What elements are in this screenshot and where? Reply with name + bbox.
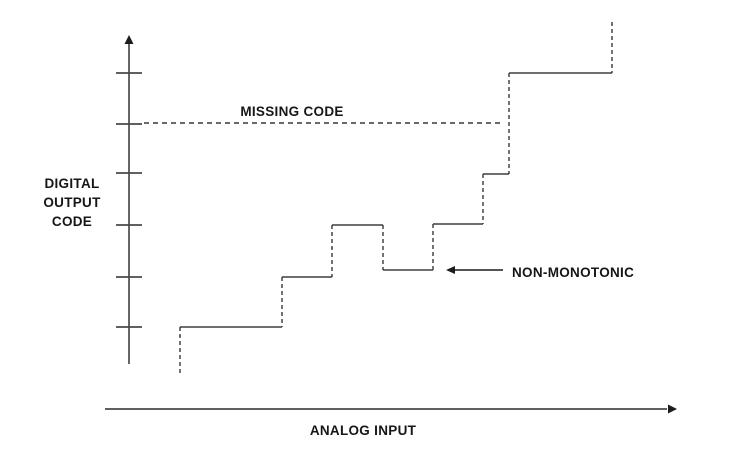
x-axis-label: ANALOG INPUT xyxy=(309,423,417,438)
missing-code-label: MISSING CODE xyxy=(240,104,344,119)
non-monotonic-label: NON-MONOTONIC xyxy=(512,265,635,280)
y-axis-arrowhead-icon xyxy=(124,35,134,44)
y-axis-label: DIGITAL OUTPUT CODE xyxy=(43,176,101,229)
x-axis-arrowhead-icon xyxy=(668,404,677,414)
non-monotonic-arrowhead-icon xyxy=(446,266,455,274)
